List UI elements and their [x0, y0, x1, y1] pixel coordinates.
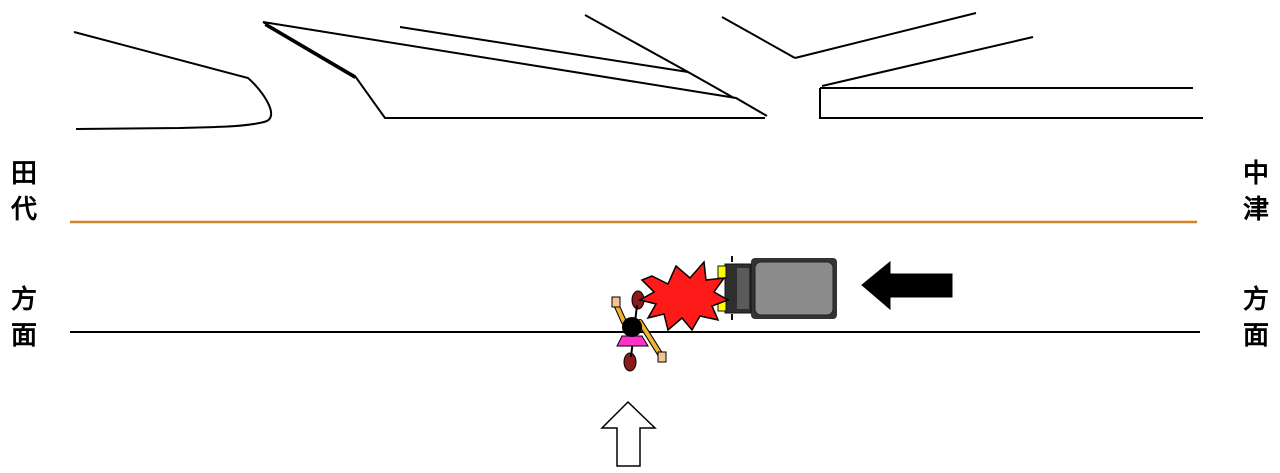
right-direction-label-lower: 方 面 — [1236, 282, 1276, 354]
vehicle-headlight-top — [717, 265, 727, 279]
collision-burst-icon — [638, 260, 730, 332]
pedestrian-right-arm-fill — [638, 320, 662, 356]
left-direction-label-lower: 方 面 — [4, 282, 44, 354]
bicycle-rear-wheel-icon — [623, 352, 637, 372]
pedestrian-right-hand — [657, 351, 667, 363]
pedestrian-left-hand — [611, 296, 621, 308]
left-direction-char: 田 — [10, 159, 37, 189]
left-direction-char: 方 — [10, 285, 37, 315]
upper-v-left — [721, 16, 796, 59]
right-direction-label: 中 津 — [1236, 156, 1276, 228]
right-direction-char: 津 — [1242, 195, 1269, 225]
upper-left-curve — [73, 31, 272, 130]
pedestrian-skirt — [616, 335, 649, 347]
impact — [638, 260, 730, 332]
right-direction-char: 中 — [1242, 159, 1269, 189]
upper-wedge-1-edge — [262, 21, 768, 117]
upper-right-road-bottom — [819, 88, 1203, 119]
upper-right-road-top — [821, 36, 1034, 87]
vehicle — [717, 256, 837, 320]
vehicle-direction-arrow-icon — [861, 260, 953, 311]
upper-v-right — [794, 12, 977, 59]
pedestrian-head — [622, 317, 642, 337]
upper-road-lines — [73, 12, 1203, 130]
right-direction-char: 方 — [1242, 285, 1269, 315]
pedestrian — [611, 290, 667, 372]
upper-wedge-2 — [264, 24, 356, 79]
left-direction-char: 代 — [10, 195, 37, 225]
left-direction-label: 田 代 — [4, 156, 44, 228]
upper-diagonal — [584, 14, 689, 73]
vehicle-windshield — [737, 268, 749, 309]
left-direction-char: 面 — [10, 321, 37, 351]
upper-wedge-1 — [262, 21, 765, 119]
vehicle-cargo-panel — [754, 261, 834, 316]
right-direction-char: 面 — [1242, 321, 1269, 351]
upper-wedge-3 — [399, 26, 735, 99]
pedestrian-direction-arrow-icon — [600, 400, 657, 467]
